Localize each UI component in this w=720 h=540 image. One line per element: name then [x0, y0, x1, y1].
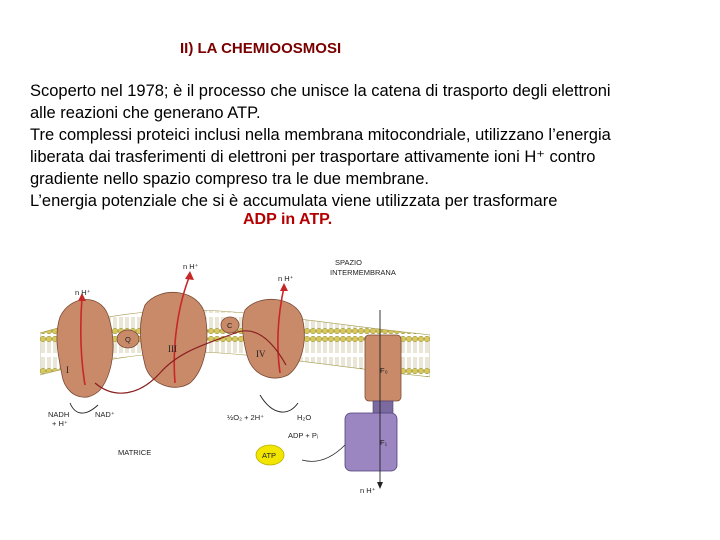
- label-complex-IV: IV: [256, 349, 266, 359]
- label-adp: ADP + Pᵢ: [288, 431, 318, 440]
- label-q: Q: [125, 335, 131, 344]
- label-f0: F₀: [380, 366, 388, 375]
- paragraph-line: Scoperto nel 1978; è il processo che uni…: [30, 80, 710, 102]
- emphasis-text: ADP in ATP.: [243, 211, 332, 229]
- paragraph-line: gradiente nello spazio compreso tra le d…: [30, 168, 710, 190]
- paragraph-line: Tre complessi proteici inclusi nella mem…: [30, 124, 710, 146]
- label-space-2: INTERMEMBRANA: [330, 268, 396, 277]
- atp-synthase-F1: [345, 413, 397, 471]
- label-proton-top-2: n H⁺: [183, 262, 199, 271]
- chemiosmosis-diagram: SPAZIO INTERMEMBRANA n H⁺ n H⁺ n H⁺ I Q …: [40, 255, 430, 500]
- label-nadh-2: + H⁺: [52, 419, 68, 428]
- body-paragraph: Scoperto nel 1978; è il processo che uni…: [30, 80, 710, 212]
- label-f1: F₁: [380, 438, 388, 447]
- paragraph-line: L’energia potenziale che si è accumulata…: [30, 190, 710, 212]
- label-space-1: SPAZIO: [335, 258, 362, 267]
- label-atp: ATP: [262, 451, 276, 460]
- label-proton-bottom: n H⁺: [360, 486, 376, 495]
- complex-IV: [242, 299, 304, 378]
- label-c: C: [227, 321, 233, 330]
- label-proton-top-1: n H⁺: [75, 288, 91, 297]
- label-complex-III: III: [168, 344, 177, 354]
- label-water: H₂O: [297, 413, 311, 422]
- label-matrix: MATRICE: [118, 448, 151, 457]
- label-proton-top-3: n H⁺: [278, 274, 294, 283]
- paragraph-line: liberata dai trasferimenti di elettroni …: [30, 146, 710, 168]
- label-complex-I: I: [66, 365, 69, 375]
- label-nadh-1: NADH: [48, 410, 69, 419]
- slide-title: II) LA CHEMIOOSMOSI: [180, 40, 341, 57]
- label-oxygen: ½O₂ + 2H⁺: [227, 413, 264, 422]
- paragraph-line: alle reazioni che generano ATP.: [30, 102, 710, 124]
- label-nad: NAD⁺: [95, 410, 115, 419]
